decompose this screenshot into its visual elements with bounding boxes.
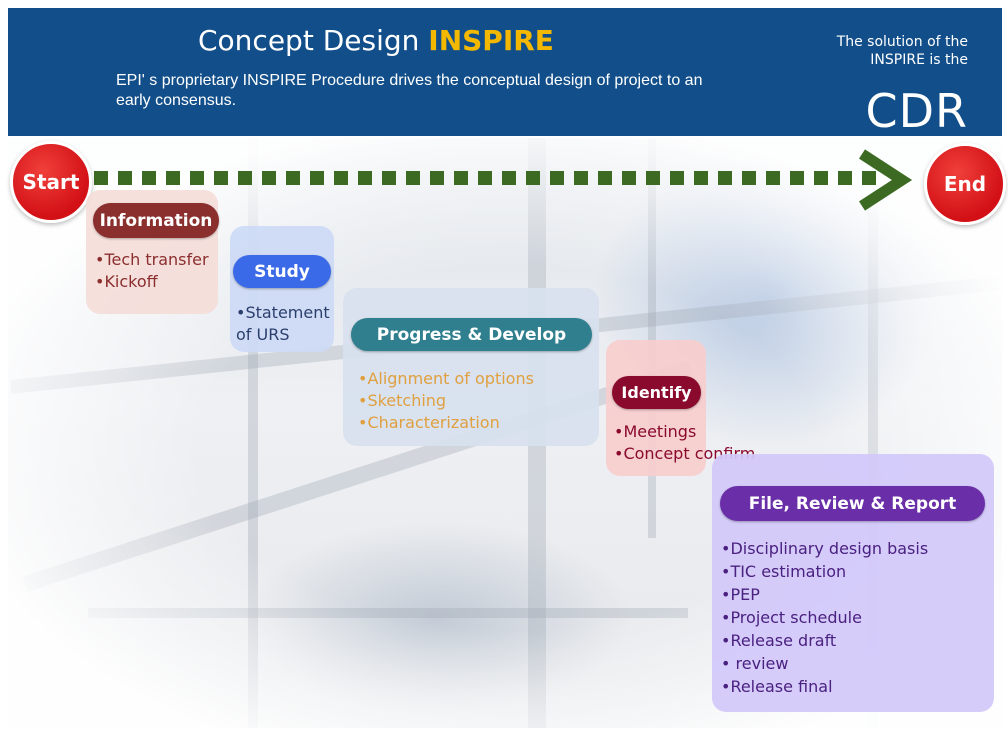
- arrow-head-icon: [859, 149, 913, 211]
- header-banner: Concept Design INSPIRE EPI' s proprietar…: [8, 8, 1002, 138]
- list-item: Release draft: [721, 629, 928, 652]
- stage-progress-items: Alignment of options Sketching Character…: [358, 368, 534, 434]
- list-item: Sketching: [358, 390, 534, 412]
- list-item: PEP: [721, 583, 928, 606]
- start-circle: Start: [10, 141, 92, 223]
- list-item: Characterization: [358, 412, 534, 434]
- list-item: •Statement of URS: [236, 303, 330, 344]
- stage-study-title: Study: [233, 255, 331, 288]
- stage-identify-title: Identify: [612, 376, 701, 409]
- solution-text: The solution of the INSPIRE is the: [836, 34, 968, 68]
- start-label: Start: [22, 170, 80, 194]
- page-title: Concept Design INSPIRE: [198, 24, 554, 57]
- subtitle: EPI' s proprietary INSPIRE Procedure dri…: [116, 72, 703, 109]
- end-label: End: [943, 172, 987, 196]
- list-item: Alignment of options: [358, 368, 534, 390]
- list-item: Tech transfer: [95, 249, 208, 271]
- list-item: Kickoff: [95, 271, 209, 293]
- title-main: Concept Design: [198, 24, 420, 57]
- title-accent: INSPIRE: [428, 24, 554, 57]
- flow-arrow-line: [94, 171, 884, 185]
- stage-file-review-title: File, Review & Report: [720, 486, 985, 521]
- stage-progress-title: Progress & Develop: [351, 318, 592, 351]
- list-item: review: [721, 652, 928, 675]
- stage-information-items: Tech transfer Kickoff: [95, 249, 209, 293]
- list-item: Project schedule: [721, 606, 928, 629]
- list-item: Release final: [721, 675, 928, 698]
- list-item: Disciplinary design basis: [721, 537, 928, 560]
- list-item: Meetings: [614, 421, 755, 443]
- cdr-label: CDR: [865, 84, 968, 138]
- stage-study: [230, 226, 334, 352]
- list-item: TIC estimation: [721, 560, 928, 583]
- end-circle: End: [924, 143, 1006, 225]
- stage-information-title: Information: [93, 203, 219, 238]
- stage-file-review-items: Disciplinary design basis TIC estimation…: [721, 537, 928, 698]
- stage-study-items: •Statement of URS: [236, 302, 336, 346]
